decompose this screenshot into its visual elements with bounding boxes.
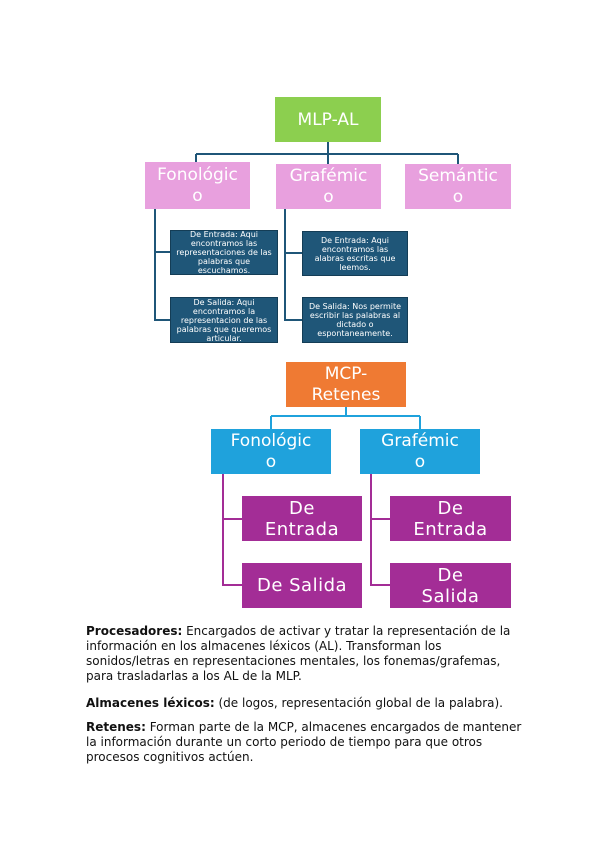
mlp-fonologico-node: Fonológic o	[145, 162, 250, 209]
mlp-fono-entrada-node: De Entrada: Aqui encontramos las represe…	[170, 230, 278, 275]
mlp-fono-salida-text: De Salida: Aqui encontramos la represent…	[176, 297, 272, 343]
mlp-fono-entrada-text: De Entrada: Aqui encontramos las represe…	[176, 230, 272, 275]
mcp-fonologico-node: Fonológic o	[211, 429, 331, 474]
mcp-retenes-node: MCP- Retenes	[286, 362, 406, 407]
paragraph-procesadores: Procesadores: Encargados de activar y tr…	[86, 624, 526, 684]
mcp-graf-salida-label: De Salida	[421, 564, 480, 607]
text-retenes: Forman parte de la MCP, almacenes encarg…	[86, 720, 522, 764]
mlp-semantico-node: Semántic o	[405, 164, 511, 209]
mcp-retenes-label: MCP- Retenes	[311, 363, 381, 405]
mcp-fono-salida-node: De Salida	[242, 563, 362, 608]
term-procesadores: Procesadores:	[86, 624, 183, 638]
paragraph-almacenes: Almacenes léxicos: (de logos, representa…	[86, 696, 526, 711]
mlp-grafemico-label: Grafémic o	[289, 165, 368, 207]
mlp-al-label: MLP-AL	[297, 109, 359, 130]
mcp-graf-salida-node: De Salida	[390, 563, 511, 608]
term-retenes: Retenes:	[86, 720, 146, 734]
mcp-grafemico-node: Grafémic o	[360, 429, 480, 474]
mlp-semantico-label: Semántic o	[418, 165, 498, 207]
mlp-al-node: MLP-AL	[275, 97, 381, 142]
mlp-fono-salida-node: De Salida: Aqui encontramos la represent…	[170, 297, 278, 343]
mcp-grafemico-label: Grafémic o	[381, 430, 459, 472]
mcp-fono-salida-label: De Salida	[256, 575, 348, 596]
paragraph-retenes: Retenes: Forman parte de la MCP, almacen…	[86, 720, 526, 765]
text-almacenes: (de logos, representación global de la p…	[214, 696, 503, 710]
mcp-graf-entrada-label: De Entrada	[413, 497, 488, 540]
mlp-graf-entrada-node: De Entrada: Aqui encontramos las alabras…	[302, 231, 408, 276]
mlp-grafemico-node: Grafémic o	[276, 164, 381, 209]
mcp-graf-entrada-node: De Entrada	[390, 496, 511, 541]
mlp-graf-entrada-text: De Entrada: Aqui encontramos las alabras…	[314, 235, 396, 272]
mcp-fono-entrada-label: De Entrada	[264, 497, 340, 540]
term-almacenes: Almacenes léxicos:	[86, 696, 215, 710]
mlp-graf-salida-text: De Salida: Nos permite escribir las pala…	[308, 302, 402, 338]
mlp-fonologico-label: Fonológic o	[157, 164, 238, 206]
text-procesadores: Encargados de activar y tratar la repres…	[86, 624, 511, 683]
mcp-fono-entrada-node: De Entrada	[242, 496, 362, 541]
mlp-graf-salida-node: De Salida: Nos permite escribir las pala…	[302, 297, 408, 343]
mcp-fonologico-label: Fonológic o	[230, 430, 312, 472]
